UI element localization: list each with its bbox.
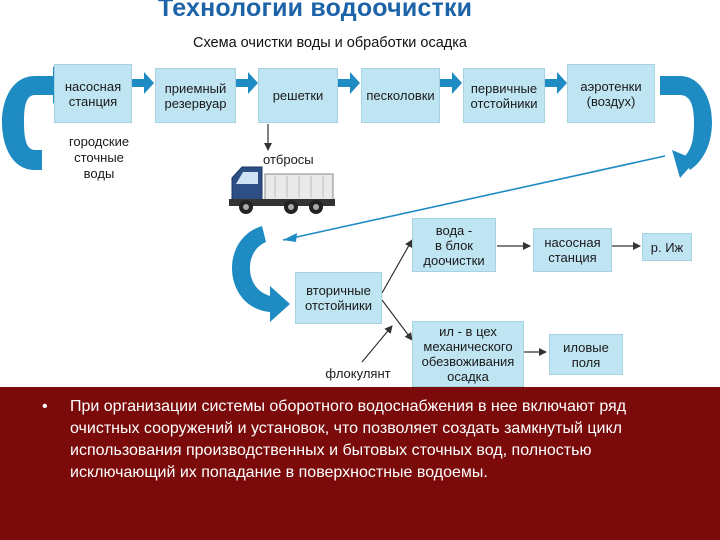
diagram-subtitle: Схема очистки воды и обработки осадка <box>193 35 467 51</box>
waste-label: отбросы <box>263 152 314 167</box>
bullet-dot: • <box>42 398 48 415</box>
bullet-item: • При организации системы оборотного вод… <box>42 396 696 484</box>
pump-station-box: насосная станция <box>54 64 132 123</box>
return-curve-arrow <box>660 76 712 170</box>
sludge-dewatering-box: ил - в цех механического обезвоживания о… <box>412 321 524 387</box>
wastewater-label: городские сточные воды <box>68 134 130 181</box>
return-line-head <box>283 233 297 242</box>
secondary-arrow-head <box>270 286 290 322</box>
primary-clarifiers-box: первичные отстойники <box>463 68 545 123</box>
info-panel: • При организации системы оборотного вод… <box>0 387 720 540</box>
secondary-clarifiers-box: вторичные отстойники <box>295 272 382 324</box>
return-line <box>282 155 666 241</box>
intake-curve-arrow <box>2 76 53 170</box>
receiving-tank-box: приемный резервуар <box>155 68 236 123</box>
screens-box: решетки <box>258 68 338 123</box>
bullet-text: При организации системы оборотного водос… <box>70 398 627 481</box>
flocculant-label: флокулянт <box>325 366 391 381</box>
secondary-curve-arrow <box>232 226 270 312</box>
sludge-fields-box: иловые поля <box>549 334 623 375</box>
return-arrow-head <box>672 150 696 178</box>
branch-water-arrow <box>381 239 413 294</box>
river-box: р. Иж <box>642 233 692 261</box>
flow-arrows-top <box>132 72 567 94</box>
branch-sludge-arrow <box>381 299 413 341</box>
post-treatment-water-box: вода - в блок доочистки <box>412 218 496 272</box>
truck-icon <box>229 166 335 214</box>
pump-station-2-box: насосная станция <box>533 228 612 272</box>
page-title: Технологии водоочистки <box>158 0 473 22</box>
sand-traps-box: песколовки <box>361 68 440 123</box>
flocculant-arrow <box>361 325 393 363</box>
aeration-tanks-box: аэротенки (воздух) <box>567 64 655 123</box>
